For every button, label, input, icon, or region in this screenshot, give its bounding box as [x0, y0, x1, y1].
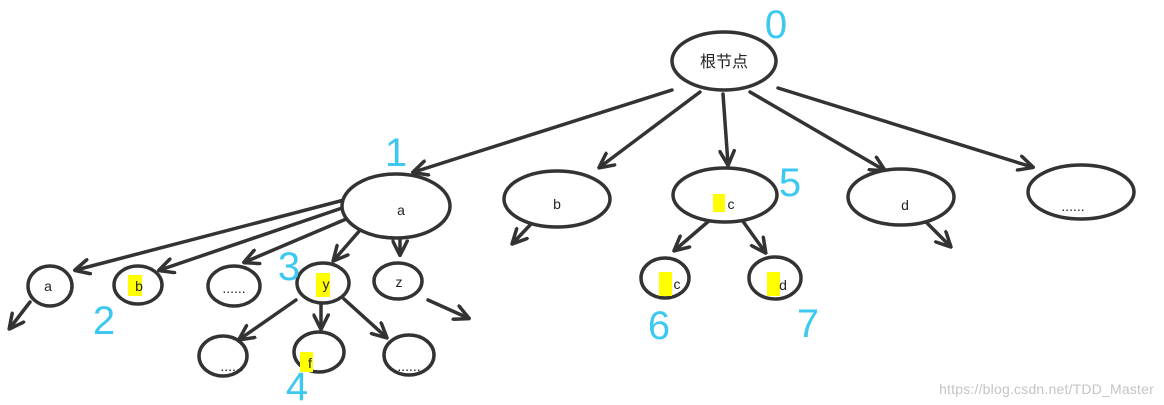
- edge-a-more: [245, 212, 360, 262]
- node-d: d: [846, 167, 956, 227]
- node-a-y-label: y: [323, 276, 330, 292]
- node-a-b-highlight: [128, 275, 142, 296]
- node-a: a: [340, 172, 452, 240]
- node-c-c-highlight: [659, 272, 672, 296]
- edge-root-more: [776, 86, 1032, 167]
- node-c-highlight: [713, 194, 725, 212]
- edge-y-more1: [240, 298, 298, 339]
- order-number-root: 0: [765, 3, 787, 47]
- edge-a-b: [160, 204, 350, 270]
- node-a-z-label: z: [396, 274, 403, 290]
- node-more-label: ......: [1061, 198, 1084, 214]
- node-d-label: d: [901, 197, 909, 213]
- edges: [10, 86, 1032, 339]
- node-a-z: z: [372, 261, 424, 301]
- edge-c-c: [675, 218, 712, 250]
- node-c-d-highlight: [767, 272, 780, 296]
- node-c-d: d: [747, 255, 803, 301]
- edge-y-more2: [342, 297, 386, 337]
- node-c-d-label: d: [779, 277, 787, 293]
- root-node: 根节点: [670, 30, 778, 92]
- order-number-a-y: 3: [278, 245, 300, 289]
- node-y-f-highlight: [300, 352, 313, 372]
- node-y-f: f: [292, 330, 346, 374]
- node-c: c: [671, 166, 779, 224]
- edge-d-down: [922, 218, 950, 246]
- root-node-label: 根节点: [700, 52, 748, 71]
- node-y-more2-label: ......: [397, 358, 420, 374]
- edge-b-down: [513, 221, 534, 243]
- node-b-label: b: [553, 196, 561, 212]
- node-c-c: c: [639, 256, 691, 300]
- node-y-more1: ......: [197, 334, 249, 378]
- node-y-more2: ......: [382, 333, 436, 377]
- edge-a-a-down: [10, 300, 32, 328]
- node-a-y-highlight: [316, 273, 330, 297]
- edge-root-a: [414, 88, 674, 172]
- edge-root-c: [723, 92, 728, 164]
- node-y-more1-label: ......: [220, 358, 243, 374]
- order-number-c-d: 7: [797, 302, 819, 346]
- order-number-c-c: 6: [648, 304, 670, 348]
- node-a-label: a: [397, 202, 405, 218]
- node-a-b: b: [112, 264, 164, 306]
- edge-z-down: [426, 298, 468, 318]
- node-b: b: [502, 169, 612, 229]
- order-number-a-b: 2: [93, 299, 115, 343]
- edge-root-b: [600, 90, 702, 167]
- node-a-y: y: [295, 261, 351, 305]
- order-number-y-f: 4: [286, 365, 308, 405]
- order-numbers: 0 1 5 2 3 4 6 7: [93, 3, 819, 405]
- node-a-more: ......: [206, 264, 262, 308]
- node-c-c-label: c: [674, 276, 681, 292]
- node-c-label: c: [728, 196, 735, 212]
- edge-c-d: [740, 218, 765, 252]
- node-a-b-label: b: [135, 278, 143, 294]
- node-a-more-label: ......: [222, 280, 245, 296]
- edge-root-d: [748, 90, 884, 170]
- node-more: ......: [1026, 163, 1136, 221]
- edge-a-a: [76, 198, 346, 270]
- node-y-f-label: f: [308, 355, 312, 371]
- order-number-a: 1: [385, 131, 407, 175]
- order-number-c: 5: [779, 161, 801, 205]
- node-a-a-label: a: [44, 278, 52, 294]
- watermark: https://blog.csdn.net/TDD_Master: [939, 381, 1154, 397]
- node-a-a: a: [26, 264, 74, 308]
